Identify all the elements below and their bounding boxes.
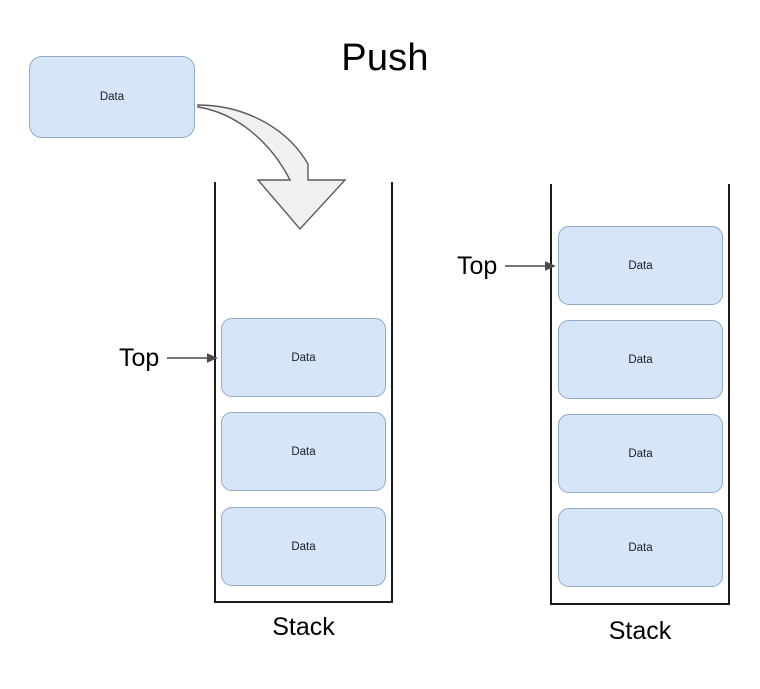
stack-item-0[interactable]: Data: [221, 318, 386, 397]
stack-right-wall: [728, 184, 730, 605]
stack-floor: [550, 603, 730, 605]
stack-item-2[interactable]: Data: [558, 414, 723, 493]
stack-item-label: Data: [291, 540, 316, 553]
stack-item-1[interactable]: Data: [221, 412, 386, 491]
incoming-data-box[interactable]: Data: [29, 56, 195, 138]
incoming-data-label: Data: [99, 91, 125, 103]
arrow-right-icon: [167, 353, 219, 363]
stack-left-wall: [214, 182, 216, 603]
page-title: Push: [0, 36, 760, 80]
stack-item-label: Data: [628, 353, 653, 366]
stack-item-1[interactable]: Data: [558, 320, 723, 399]
top-pointer-label: Top: [457, 252, 498, 280]
stack-item-label: Data: [291, 445, 316, 458]
stack-item-0[interactable]: Data: [558, 226, 723, 305]
stack-floor: [214, 601, 393, 603]
stack-item-label: Data: [628, 447, 653, 460]
stack-item-label: Data: [291, 351, 316, 364]
stack-item-label: Data: [628, 541, 653, 554]
stack-item-2[interactable]: Data: [221, 507, 386, 586]
stack-left-wall: [550, 184, 552, 605]
after-stack-top-pointer: Top: [457, 249, 557, 283]
after-stack-caption: Stack: [608, 617, 672, 645]
page-title-text: Push: [341, 37, 429, 79]
top-pointer-label: Top: [119, 344, 160, 372]
stack-item-3[interactable]: Data: [558, 508, 723, 587]
stack-right-wall: [391, 182, 393, 603]
before-stack-top-pointer: Top: [119, 341, 219, 375]
curved-down-arrow-icon: [190, 96, 360, 246]
stack-item-label: Data: [628, 259, 653, 272]
arrow-right-icon: [505, 261, 557, 271]
before-stack-caption: Stack: [272, 613, 335, 641]
